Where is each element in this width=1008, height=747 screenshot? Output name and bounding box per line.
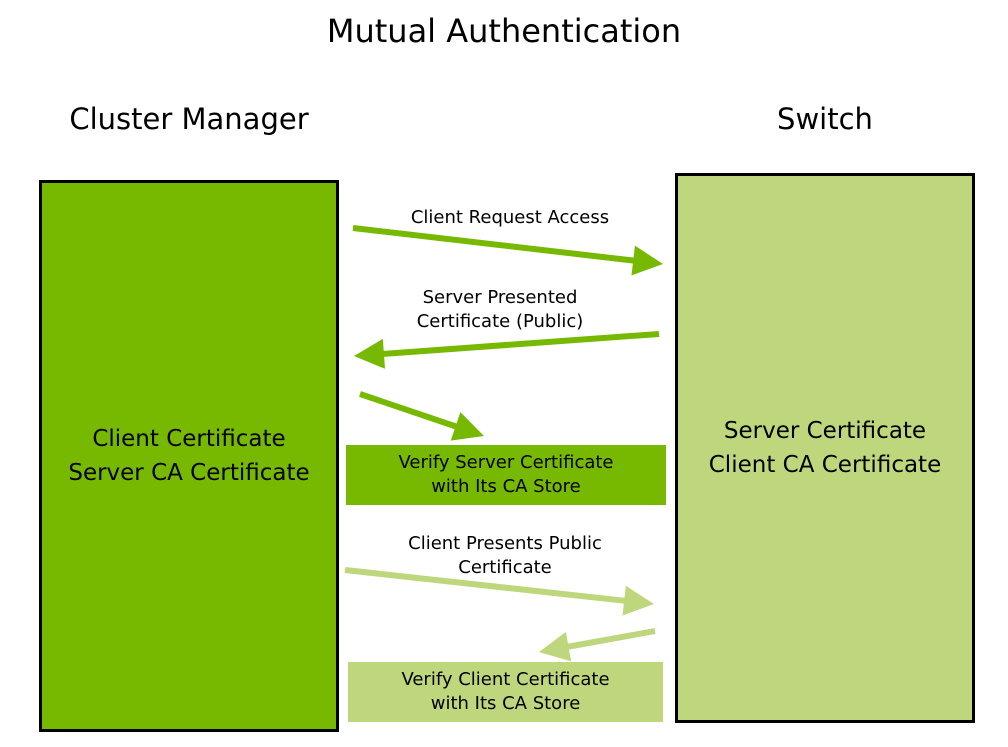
verify-server-line: Verify Server Certificate [398,452,614,473]
step-label-server-presented: Server Presented Certificate (Public) [350,286,650,334]
arrow-client-presents [344,567,654,616]
arrow-shaft [344,567,627,604]
step-label-client-request: Client Request Access [360,206,660,230]
arrow-verify-client [539,628,656,662]
verify-client-box: Verify Client Certificate with Its CA St… [348,662,663,722]
arrow-head [539,631,572,662]
arrow-shaft [352,225,636,264]
diagram-title: Mutual Authentication [326,12,682,50]
switch-box: Server Certificate Client CA Certificate [675,173,975,723]
cluster-manager-header: Cluster Manager [69,102,309,136]
verify-server-line: with Its CA Store [431,476,581,497]
arrow-client-request [352,225,663,276]
switch-cert-line: Client CA Certificate [708,452,942,478]
switch-header: Switch [777,102,873,136]
step-label-line: Client Presents Public [408,533,602,554]
arrow-server-presented [354,331,660,369]
cluster-manager-box: Client Certificate Server CA Certificate [39,180,339,732]
cluster-manager-cert-line: Client Certificate [92,426,286,452]
arrow-shaft [381,331,660,357]
arrow-head [354,338,386,369]
arrow-verify-server [359,391,484,441]
arrow-head [631,245,663,276]
arrow-shaft [566,628,656,650]
arrow-head [450,412,484,441]
arrow-shaft [359,391,459,430]
cluster-manager-cert-line: Server CA Certificate [68,460,310,486]
step-label-line: Server Presented [422,287,578,308]
step-label-line: Certificate [458,557,552,578]
step-label-client-presents: Client Presents Public Certificate [355,532,655,580]
step-label-line: Client Request Access [410,207,610,228]
step-label-line: Certificate (Public) [416,311,584,332]
switch-cert-line: Server Certificate [723,418,927,444]
verify-client-line: Verify Client Certificate [401,669,610,690]
verify-server-box: Verify Server Certificate with Its CA St… [346,445,666,505]
verify-client-line: with Its CA Store [430,693,581,714]
arrow-head [622,585,654,616]
